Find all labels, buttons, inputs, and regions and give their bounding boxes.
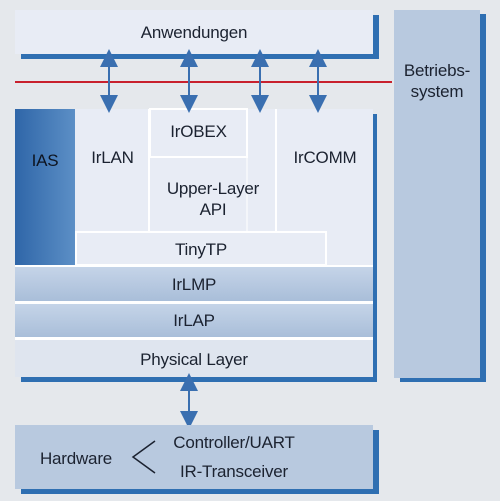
applications-label: Anwendungen — [140, 22, 248, 42]
applications-box — [15, 10, 373, 54]
tinytp-box — [75, 231, 327, 266]
controller-uart-label: Controller/UART — [173, 432, 295, 452]
os-label: Betriebs- system — [403, 61, 471, 101]
ias-label: IAS — [31, 150, 59, 170]
physical-band — [15, 340, 373, 377]
irobex-label: IrOBEX — [170, 121, 227, 141]
irlmp-label: IrLMP — [171, 274, 217, 294]
hardware-box — [15, 425, 373, 489]
ir-transceiver-label: IR-Transceiver — [179, 461, 289, 481]
irlap-label: IrLAP — [173, 310, 215, 330]
irlap-band — [15, 304, 373, 337]
ircomm-label: IrCOMM — [293, 147, 357, 167]
os-box — [394, 10, 480, 378]
upper-layer-api-label: Upper-Layer API — [166, 179, 260, 219]
ias-box — [15, 109, 75, 265]
irlmp-band — [15, 267, 373, 301]
tinytp-label: TinyTP — [174, 239, 227, 259]
irlan-label: IrLAN — [91, 147, 134, 167]
hardware-label: Hardware — [39, 448, 113, 468]
irobex-box — [149, 108, 248, 158]
physical-layer-label: Physical Layer — [140, 349, 248, 369]
hardware-bracket — [131, 440, 156, 474]
